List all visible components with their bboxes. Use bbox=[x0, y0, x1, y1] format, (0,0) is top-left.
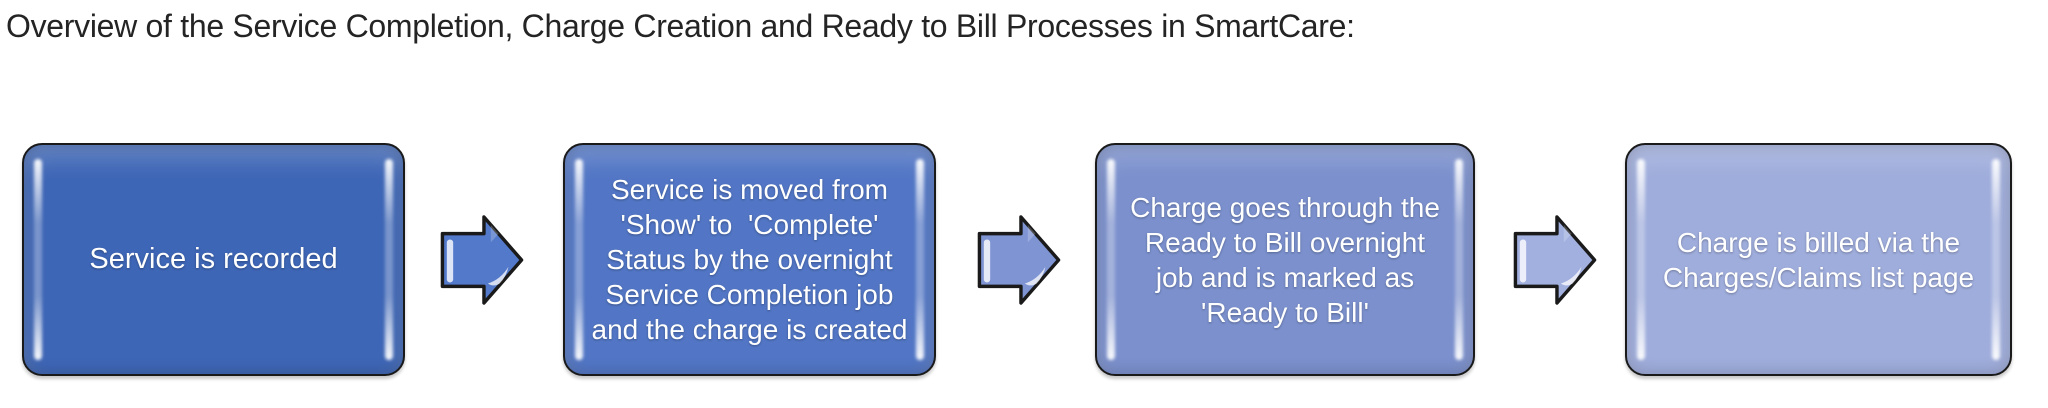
process-step-service-recorded: Service is recorded bbox=[22, 143, 405, 376]
right-arrow-icon bbox=[1513, 215, 1597, 305]
page-title: Overview of the Service Completion, Char… bbox=[6, 8, 1355, 44]
process-step-ready-to-bill: Charge goes through the Ready to Bill ov… bbox=[1095, 143, 1475, 376]
process-step-label: Charge goes through the Ready to Bill ov… bbox=[1130, 191, 1440, 328]
flow-arrow-1 bbox=[439, 211, 525, 309]
right-arrow-icon bbox=[977, 215, 1061, 305]
process-step-label: Charge is billed via the Charges/Claims … bbox=[1662, 226, 1975, 293]
process-step-charge-billed: Charge is billed via the Charges/Claims … bbox=[1625, 143, 2012, 376]
flow-arrow-2 bbox=[976, 211, 1062, 309]
process-step-label: Service is moved from 'Show' to 'Complet… bbox=[591, 174, 908, 345]
process-step-service-completion: Service is moved from 'Show' to 'Complet… bbox=[563, 143, 936, 376]
process-step-label: Service is recorded bbox=[89, 243, 338, 275]
flow-arrow-3 bbox=[1512, 211, 1598, 309]
right-arrow-icon bbox=[440, 215, 524, 305]
